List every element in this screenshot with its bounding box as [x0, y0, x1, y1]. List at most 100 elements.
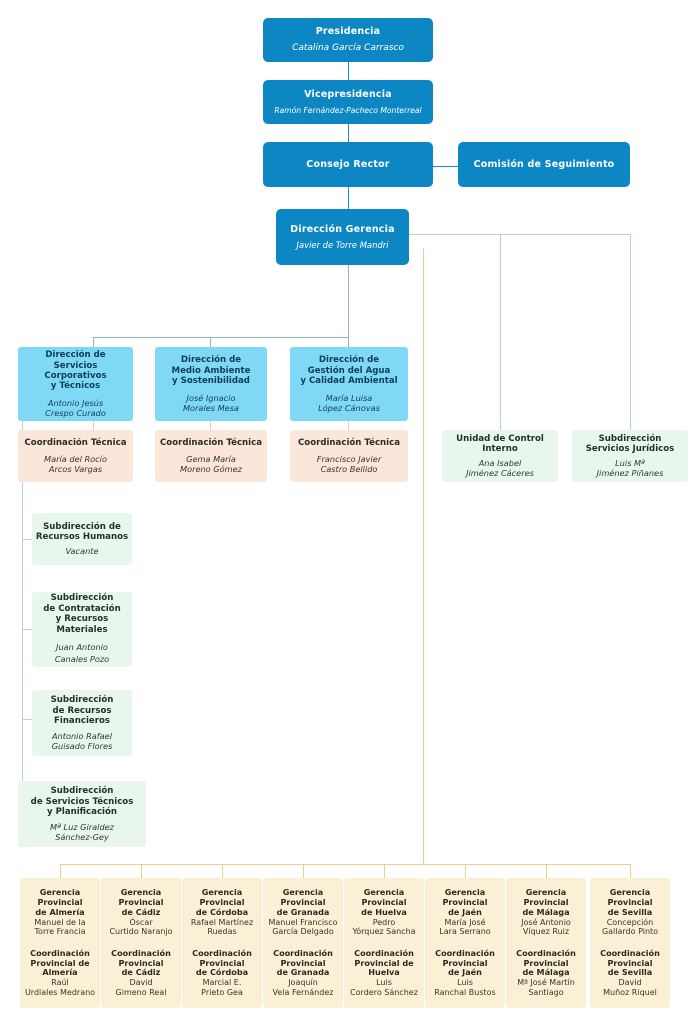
node-subdireccion-servicios-tecnicos-planificacion[interactable]: Subdirección de Servicios Técnicos y Pla…	[18, 781, 146, 847]
node-consejo-rector-title: Consejo Rector	[306, 158, 390, 170]
connector-gerencia-drop-5	[384, 864, 385, 878]
gerencia-title: Gerencia Provincial de Cádiz	[118, 887, 164, 917]
connector-subdireccion-3	[22, 719, 32, 720]
connector-coord-3-drop	[348, 421, 349, 430]
node-person: Vacante	[65, 546, 99, 557]
connector-gerencia-drop-7	[546, 864, 547, 878]
node-gerencia-provincial-sevilla[interactable]: Gerencia Provincial de Sevilla Concepció…	[590, 878, 670, 1008]
connector-consejo-comision	[432, 166, 458, 167]
connector-gerencia-drop-3	[222, 864, 223, 878]
coordinacion-person: Mª José Martín Santiago	[517, 978, 575, 997]
gerencia-title: Gerencia Provincial de Córdoba	[195, 887, 249, 917]
node-gerencia-provincial-jaen[interactable]: Gerencia Provincial de Jaén María José L…	[425, 878, 505, 1008]
node-title: Coordinación Técnica	[159, 437, 263, 448]
connector-gerencia-drop-2	[141, 864, 142, 878]
coordinacion-title: Coordinación Provincial de Granada	[273, 947, 333, 978]
coordinacion-person: Luis Ranchal Bustos	[434, 978, 496, 997]
coordinacion-title: Coordinación Provincial de Jaén	[435, 947, 495, 978]
node-direccion-gerencia-title: Dirección Gerencia	[290, 223, 395, 235]
coordinacion-person: Raúl Urdiales Medrano	[24, 978, 96, 997]
node-gerencia-provincial-cordoba[interactable]: Gerencia Provincial de Córdoba Rafael Ma…	[182, 878, 262, 1008]
node-person: Antonio Jesús Crespo Curado	[45, 397, 106, 418]
node-person: Luis Mª Jiménez Piñanes	[596, 458, 664, 479]
node-person: María Luisa López Cánovas	[318, 392, 380, 413]
coordinacion-person: Luis Cordero Sánchez	[350, 978, 418, 997]
node-gerencia-provincial-huelva[interactable]: Gerencia Provincial de Huelva Pedro Yórq…	[344, 878, 424, 1008]
node-title: Subdirección de Recursos Humanos	[35, 521, 129, 542]
gerencia-person: Manuel de la Torre Francia	[34, 917, 86, 937]
node-title: Subdirección Servicios Jurídicos	[585, 433, 675, 454]
node-person: Francisco Javier Castro Bellido	[316, 454, 382, 475]
connector-gerencias-trunk	[423, 248, 424, 864]
node-gerencia-provincial-almeria[interactable]: Gerencia Provincial de Almería Manuel de…	[20, 878, 100, 1008]
connector-subdirecciones-spine	[22, 408, 23, 824]
gerencia-title: Gerencia Provincial de Jaén	[442, 887, 488, 917]
node-consejo-rector[interactable]: Consejo Rector	[263, 142, 433, 187]
node-person: María del Rocío Arcos Vargas	[44, 454, 107, 475]
node-subdireccion-servicios-juridicos[interactable]: Subdirección Servicios Jurídicos Luis Mª…	[572, 430, 688, 482]
node-person: Juan Antonio Canales Pozo	[54, 642, 110, 665]
gerencia-person: María José Lara Serrano	[439, 917, 491, 937]
gerencia-title: Gerencia Provincial de Granada	[276, 887, 330, 917]
connector-direccion-1-drop	[93, 337, 94, 347]
gerencia-title: Gerencia Provincial de Málaga	[522, 887, 570, 917]
coordinacion-title: Coordinación Provincial de Cádiz	[111, 947, 171, 978]
gerencia-person: José Antonio Víquez Ruiz	[521, 917, 571, 937]
gerencia-person: Manuel Francisco García Delgado	[268, 917, 338, 937]
node-coordinacion-tecnica-servicios-corporativos[interactable]: Coordinación Técnica María del Rocío Arc…	[18, 430, 133, 482]
node-unidad-control-interno[interactable]: Unidad de Control Interno Ana Isabel Jim…	[442, 430, 558, 482]
connector-gerencia-drop-8	[630, 864, 631, 878]
node-subdireccion-contratacion-recursos-materiales[interactable]: Subdirección de Contratación y Recursos …	[32, 592, 132, 667]
node-direccion-servicios-corporativos[interactable]: Dirección de Servicios Corporativos y Té…	[18, 347, 133, 421]
gerencia-title: Gerencia Provincial de Huelva	[361, 887, 407, 917]
node-coordinacion-tecnica-gestion-agua[interactable]: Coordinación Técnica Francisco Javier Ca…	[290, 430, 408, 482]
connector-presidencia-vicepresidencia	[348, 62, 349, 83]
connector-staff-bus	[409, 234, 630, 235]
connector-vicepresidencia-consejo	[348, 124, 349, 145]
connector-dg-trunk	[348, 265, 349, 337]
node-vicepresidencia-person: Ramón Fernández-Pacheco Monterreal	[274, 105, 422, 115]
connector-coord-1-drop	[93, 421, 94, 430]
node-person: Antonio Rafael Guisado Flores	[51, 730, 113, 751]
coordinacion-person: Marcial E. Prieto Gea	[201, 978, 243, 997]
connector-direccion-2-drop	[210, 337, 211, 347]
node-direccion-gerencia-person: Javier de Torre Mandri	[296, 240, 389, 251]
node-vicepresidencia[interactable]: Vicepresidencia Ramón Fernández-Pacheco …	[263, 80, 433, 124]
node-subdireccion-recursos-financieros[interactable]: Subdirección de Recursos Financieros Ant…	[32, 690, 132, 756]
node-coordinacion-tecnica-medio-ambiente[interactable]: Coordinación Técnica Gema María Moreno G…	[155, 430, 267, 482]
node-direccion-gerencia[interactable]: Dirección Gerencia Javier de Torre Mandr…	[276, 209, 409, 265]
node-person: José Ignacio Morales Mesa	[182, 392, 240, 413]
node-presidencia[interactable]: Presidencia Catalina García Carrasco	[263, 18, 433, 62]
connector-gerencia-drop-6	[465, 864, 466, 878]
node-title: Dirección de Servicios Corporativos y Té…	[44, 350, 107, 392]
node-direccion-medio-ambiente[interactable]: Dirección de Medio Ambiente y Sostenibil…	[155, 347, 267, 421]
node-gerencia-provincial-cadiz[interactable]: Gerencia Provincial de Cádiz Óscar Curti…	[101, 878, 181, 1008]
gerencia-person: Pedro Yórquez Sancha	[352, 917, 416, 937]
connector-gerencia-drop-4	[303, 864, 304, 878]
node-gerencia-provincial-malaga[interactable]: Gerencia Provincial de Málaga José Anton…	[506, 878, 586, 1008]
node-subdireccion-recursos-humanos[interactable]: Subdirección de Recursos Humanos Vacante	[32, 513, 132, 565]
node-comision-seguimiento[interactable]: Comisión de Seguimiento	[458, 142, 630, 187]
coordinacion-person: David Muñoz Riquel	[603, 978, 657, 997]
coordinacion-title: Coordinación Provincial de Málaga	[516, 947, 576, 978]
connector-subdireccion-2	[22, 629, 32, 630]
connector-unidad-control-drop	[500, 234, 501, 430]
gerencia-person: Concepción Gallardo Pinto	[601, 917, 659, 937]
node-vicepresidencia-title: Vicepresidencia	[304, 89, 392, 101]
coordinacion-person: David Gimeno Real	[115, 978, 167, 997]
node-gerencia-provincial-granada[interactable]: Gerencia Provincial de Granada Manuel Fr…	[263, 878, 343, 1008]
gerencia-title: Gerencia Provincial de Almería	[35, 887, 85, 917]
coordinacion-title: Coordinación Provincial de Huelva	[354, 947, 414, 978]
connector-direccion-3-drop	[348, 337, 349, 347]
connector-direcciones-bus	[93, 337, 349, 338]
connector-gerencias-bus	[60, 864, 630, 865]
node-comision-seguimiento-title: Comisión de Seguimiento	[473, 158, 615, 170]
node-direccion-gestion-agua[interactable]: Dirección de Gestión del Agua y Calidad …	[290, 347, 408, 421]
node-presidencia-title: Presidencia	[315, 26, 381, 38]
connector-consejo-direccion-gerencia	[348, 187, 349, 209]
node-title: Dirección de Gestión del Agua y Calidad …	[300, 355, 398, 387]
node-title: Coordinación Técnica	[24, 437, 127, 448]
gerencia-person: Rafael Martínez Ruedas	[190, 917, 254, 937]
node-title: Dirección de Medio Ambiente y Sostenibil…	[171, 355, 251, 387]
node-title: Coordinación Técnica	[297, 437, 401, 448]
